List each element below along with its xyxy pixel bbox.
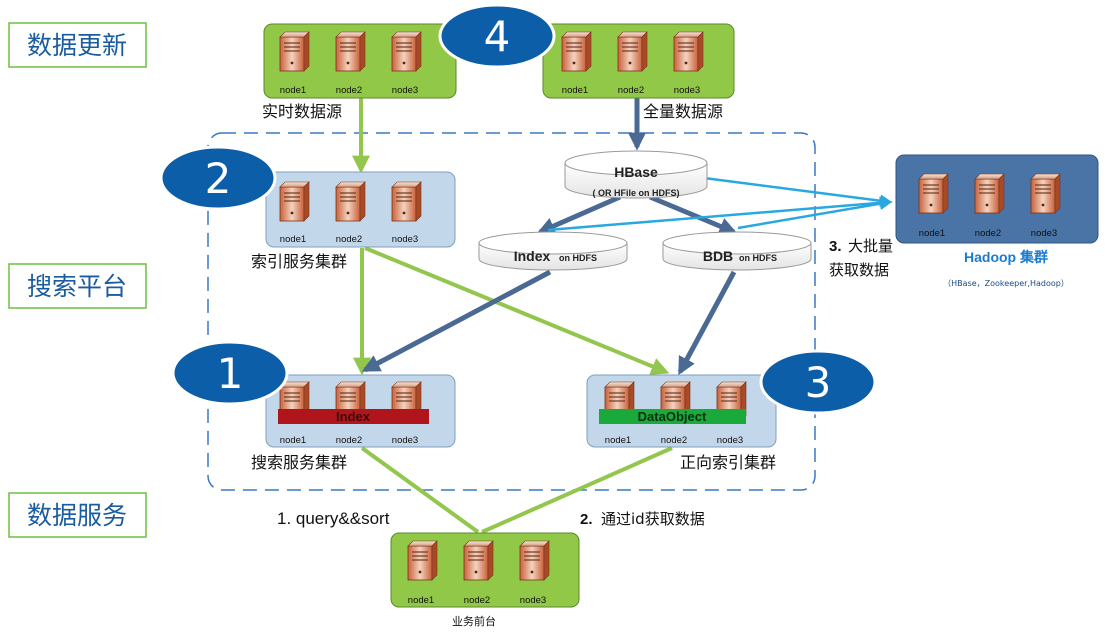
bdb-title: BDB: [703, 248, 733, 264]
step3-line2: 获取数据: [829, 261, 889, 279]
arrow-index-db-to-search-service: [361, 269, 552, 373]
cluster-business-frontend: node1 node2 node3 业务前台: [390, 532, 580, 628]
badge-4: 4: [438, 3, 556, 69]
node-label: node3: [674, 85, 700, 96]
node-label: node2: [336, 85, 362, 96]
hbase-title: HBase: [614, 164, 658, 180]
dataobject-bar-label: DataObject: [638, 409, 707, 424]
hbase-sub: ( OR HFile on HDFS): [593, 188, 680, 198]
cluster-search-service: Index node1 node2 node3 搜索服务集群: [251, 374, 456, 472]
cluster-hadoop: node1 node2 node3 Hadoop 集群 （HBase，Zooke…: [895, 154, 1099, 288]
step2-label: 通过id获取数据: [601, 510, 705, 528]
cluster-full-source: node1 node2 node3 全量数据源: [542, 23, 735, 121]
node-label: node3: [1031, 228, 1057, 239]
arrows: [352, 97, 893, 534]
node-label: node1: [280, 234, 306, 245]
db-index: Index on HDFS: [478, 231, 628, 271]
step1-label: 1. query&&sort: [277, 509, 390, 528]
node-label: node1: [280, 85, 306, 96]
node-label: node1: [408, 595, 434, 606]
step2-number: 2.: [580, 511, 593, 528]
node-label: node1: [280, 435, 306, 446]
badge-3: 3: [759, 349, 877, 415]
line-search-to-frontend: [360, 446, 480, 534]
realtime-source-label: 实时数据源: [262, 102, 342, 121]
node-label: node3: [392, 85, 418, 96]
step3-line1: 大批量: [848, 237, 893, 255]
side-label-search-platform: 搜索平台: [8, 263, 147, 309]
side-label-data-service-text: 数据服务: [27, 501, 127, 530]
step3-number: 3.: [829, 238, 842, 255]
node-label: node3: [392, 234, 418, 245]
arrow-hbase-to-index-db: [536, 194, 622, 235]
full-source-label: 全量数据源: [643, 102, 723, 121]
badge-3-number: 3: [805, 358, 832, 407]
side-label-data-service: 数据服务: [8, 492, 147, 538]
badge-1-number: 1: [217, 349, 244, 398]
badge-2: 2: [159, 145, 277, 211]
badge-4-number: 4: [484, 12, 511, 61]
search-platform-boundary: [207, 132, 816, 491]
node-label: node1: [562, 85, 588, 96]
cluster-forward-index: DataObject node1 node2 node3 正向索引集群: [586, 374, 777, 472]
badge-1: 1: [171, 340, 289, 406]
arrow-hbase-to-bdb: [649, 194, 738, 235]
side-label-data-update: 数据更新: [8, 22, 147, 68]
arrow-bdb-to-hadoop: [737, 197, 893, 230]
node-label: node3: [392, 435, 418, 446]
badge-2-number: 2: [205, 154, 232, 203]
node-label: node2: [661, 435, 687, 446]
index-db-sub: on HDFS: [559, 253, 597, 263]
bdb-sub: on HDFS: [739, 253, 777, 263]
node-label: node2: [618, 85, 644, 96]
index-bar-label: Index: [336, 409, 371, 424]
index-service-label: 索引服务集群: [251, 252, 347, 271]
cluster-realtime-source: node1 node2 node3 实时数据源: [262, 23, 457, 121]
node-label: node2: [336, 234, 362, 245]
arrow-index-to-forward-index: [364, 246, 670, 375]
node-label: node3: [717, 435, 743, 446]
side-label-data-update-text: 数据更新: [27, 31, 127, 60]
node-label: node1: [605, 435, 631, 446]
forward-index-label: 正向索引集群: [680, 453, 776, 472]
cluster-index-service: node1 node2 node3 索引服务集群: [251, 171, 456, 271]
arrow-index-db-to-hadoop: [547, 196, 893, 232]
side-label-search-platform-text: 搜索平台: [27, 272, 127, 301]
node-label: node2: [336, 435, 362, 446]
node-label: node3: [520, 595, 546, 606]
node-label: node2: [975, 228, 1001, 239]
arrow-bdb-to-forward-index: [677, 270, 737, 376]
dataobject-bar: [599, 409, 746, 424]
db-bdb: BDB on HDFS: [662, 231, 812, 271]
node-label: node1: [919, 228, 945, 239]
index-bar: [278, 409, 429, 424]
db-hbase: HBase ( OR HFile on HDFS): [564, 150, 708, 199]
business-frontend-label: 业务前台: [452, 614, 496, 628]
hadoop-label: Hadoop 集群: [964, 249, 1048, 265]
index-db-title: Index: [514, 248, 551, 264]
arrow-hbase-to-hadoop: [703, 176, 893, 207]
node-label: node2: [464, 595, 490, 606]
search-service-label: 搜索服务集群: [251, 453, 347, 472]
hadoop-sub-label: （HBase，Zookeeper,Hadoop）: [943, 279, 1069, 288]
line-forward-to-frontend: [481, 446, 673, 534]
